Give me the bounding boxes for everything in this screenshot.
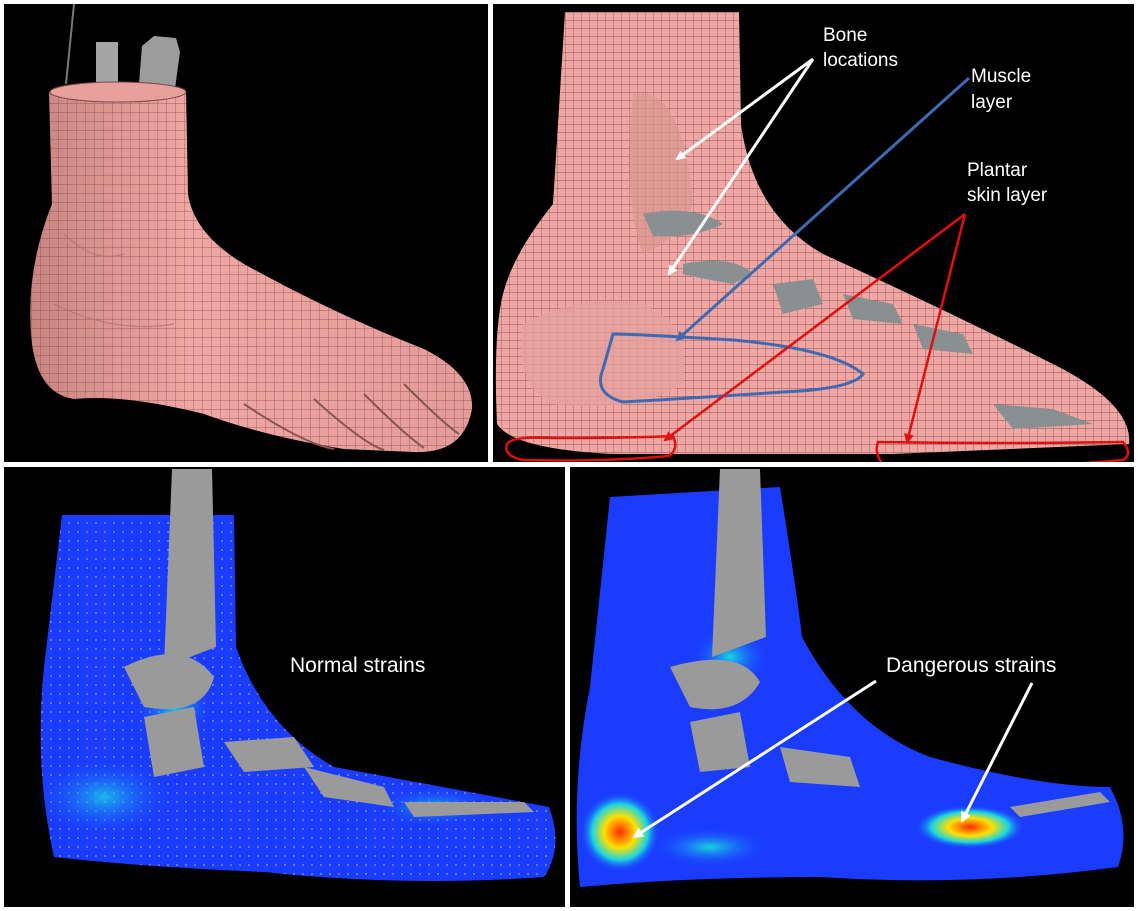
panel-normal-strain: Normal strains <box>4 467 565 907</box>
panel-dangerous-strain: Dangerous strains <box>570 467 1134 907</box>
panel-mesh-exterior <box>4 4 488 462</box>
label-bone-line2: locations <box>823 49 898 72</box>
section-foot-mesh <box>493 4 1134 462</box>
label-bone-line1: Bone <box>823 24 867 47</box>
label-plantar-line2: skin layer <box>967 184 1047 207</box>
label-muscle-line1: Muscle <box>971 65 1031 88</box>
exterior-foot-mesh <box>4 4 488 462</box>
label-plantar-line1: Plantar <box>967 159 1027 182</box>
panel-mesh-section: Bone locations Muscle layer Plantar skin… <box>493 4 1134 462</box>
label-normal-strains: Normal strains <box>290 653 425 678</box>
dangerous-strain-map <box>570 467 1134 907</box>
label-dangerous-strains: Dangerous strains <box>886 653 1056 678</box>
normal-strain-map <box>4 467 565 907</box>
label-muscle-line2: layer <box>971 91 1012 114</box>
